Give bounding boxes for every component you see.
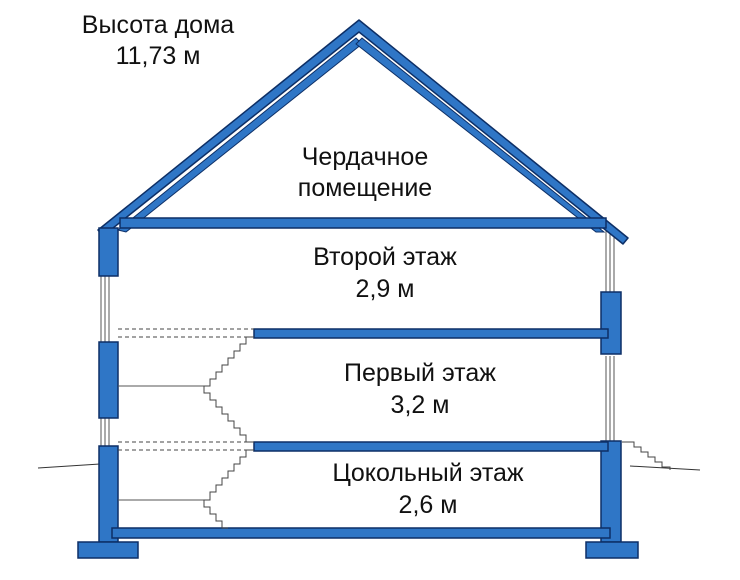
right-wall-lower: [600, 440, 622, 543]
second-floor-name: Второй этаж: [313, 243, 457, 271]
left-wall-upper: [98, 227, 119, 277]
second-floor-slab: [253, 328, 609, 339]
first-floor-name: Первый этаж: [344, 359, 496, 387]
attic-label-line1: Чердачное: [302, 143, 428, 171]
outer-wall-thin-lines: [100, 230, 615, 448]
house-height-title: Высота дома: [82, 11, 234, 39]
floor-slabs: [111, 328, 611, 539]
left-wall-middle: [98, 341, 119, 419]
exterior-steps: [622, 441, 671, 470]
left-footing: [77, 541, 139, 559]
attic-floor-slab: [119, 217, 607, 229]
basement-floor-slab: [111, 527, 611, 539]
upper-stair-flight: [203, 336, 254, 443]
basement-floor-name: Цокольный этаж: [332, 459, 524, 487]
stair-opening-dashes: [118, 328, 254, 451]
first-floor-slab: [253, 441, 609, 452]
basement-floor-height: 2,6 м: [399, 491, 458, 519]
house-height-value: 11,73 м: [116, 42, 201, 70]
foundation: [77, 541, 639, 559]
ground-lines: [37, 463, 701, 471]
right-wall-upper: [600, 291, 622, 355]
right-footing: [585, 541, 639, 559]
left-wall: [98, 227, 119, 543]
first-floor-height: 3,2 м: [391, 391, 450, 419]
roof-inner-right: [355, 37, 606, 233]
lower-stair-flight: [203, 449, 252, 529]
second-floor-height: 2,9 м: [356, 275, 415, 303]
stair-landings: [118, 385, 205, 501]
attic-label-line2: помещение: [298, 174, 432, 202]
